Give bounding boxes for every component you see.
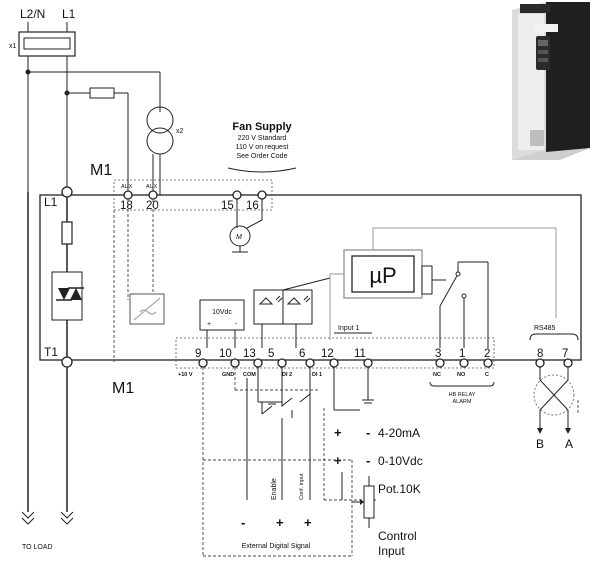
- controller-enclosure: [39, 194, 582, 361]
- m1-top-label: M1: [90, 162, 112, 179]
- com-label: COM I: [243, 372, 259, 378]
- di1-label: DI 1: [312, 372, 322, 378]
- optocoupler-box: [253, 277, 331, 348]
- hb-relay: [421, 261, 489, 348]
- hb-relay-line1: HB RELAY: [449, 392, 476, 398]
- fan-supply-line3: See Order Code: [237, 153, 288, 160]
- digital-minus: -: [241, 515, 245, 530]
- rs485-label: RS485: [534, 325, 556, 332]
- analog-plus2: +: [334, 453, 342, 468]
- l2n-label: L2/N: [20, 7, 45, 21]
- current-transformer: x2: [146, 106, 184, 195]
- enable-label: Enable: [271, 478, 278, 500]
- main-fuse-block: [18, 22, 76, 192]
- conf-input-label: Conf. input: [299, 473, 305, 500]
- no-label: NO: [457, 372, 466, 378]
- supply-box-label: 10Vdc: [212, 309, 232, 316]
- digital-input-wiring: [202, 367, 353, 557]
- digital-plus1: +: [276, 515, 284, 530]
- analog-plus1: +: [334, 425, 342, 440]
- fan-supply-line1: 220 V Standard: [238, 135, 287, 142]
- terminal-7-label: 7: [562, 348, 568, 360]
- digital-signal-labels: Enable Conf. input - + + External Digita…: [241, 473, 312, 550]
- fan-icon: M: [229, 199, 263, 253]
- external-digital-signal-label: External Digital Signal: [242, 543, 311, 550]
- potentiometer: Pot.10K: [341, 472, 421, 528]
- aux1-label: AUX: [121, 184, 133, 190]
- terminal-16-label: 16: [246, 200, 259, 212]
- terminal-6-label: 6: [299, 348, 305, 360]
- device-photo: [512, 2, 590, 160]
- terminal-8-label: 8: [537, 348, 543, 360]
- control-input-line1: Control: [378, 529, 417, 543]
- microprocessor-block: µP: [329, 227, 557, 340]
- fuse-x2-label: x2: [176, 128, 184, 135]
- rs485-twisted-pair: B A: [533, 367, 579, 451]
- micro-label: µP: [369, 263, 396, 288]
- terminal-10-label: 10: [219, 348, 232, 360]
- bottom-terminal-strip: [175, 337, 495, 369]
- terminal-1-label: 1: [459, 348, 465, 360]
- plus10v-label: +10 V: [178, 372, 193, 378]
- terminal-15-label: 15: [221, 200, 234, 212]
- c-label: C: [485, 372, 489, 378]
- terminal-18-label: 18: [120, 200, 133, 212]
- analog-minus2: -: [366, 453, 370, 468]
- terminal-11-label: 11: [354, 348, 366, 360]
- digital-plus2: +: [304, 515, 312, 530]
- analog-signal1: 4-20mA: [378, 426, 420, 440]
- terminal-12-label: 12: [321, 348, 334, 360]
- rs485-a-label: A: [565, 437, 573, 451]
- aux-wiring: [25, 69, 161, 195]
- supply-box-minus: -: [235, 321, 238, 328]
- fan-supply-line2: 110 V on request: [236, 144, 289, 151]
- terminal-5-label: 5: [268, 348, 274, 360]
- analog-minus1: -: [366, 425, 370, 440]
- fan-supply-title: Fan Supply: [232, 121, 292, 133]
- gnd-label: GND: [222, 372, 234, 378]
- input1-label: Input 1: [338, 325, 360, 332]
- aux-terminal-block: AUX AUX 18 20 15 16: [113, 154, 273, 212]
- to-load-label: TO LOAD: [22, 544, 53, 551]
- terminal-20-label: 20: [146, 200, 159, 212]
- supply-box-plus: +: [207, 321, 211, 328]
- svg-text:M: M: [236, 234, 242, 241]
- terminal-2-label: 2: [484, 348, 490, 360]
- aux2-label: AUX: [146, 184, 158, 190]
- ct-signal-wiring: [113, 199, 165, 362]
- supply-box: 10Vdc + -: [199, 299, 245, 348]
- rs485-b-label: B: [536, 437, 544, 451]
- bottom-terminals: 9 10 13 5 6 12 11 3 1 2 8 7: [195, 348, 573, 368]
- analog-input-wiring: [323, 367, 376, 501]
- control-input-line2: Input: [378, 544, 405, 558]
- fan-supply-note: Fan Supply 220 V Standard 110 V on reque…: [227, 121, 297, 173]
- terminal-9-label: 9: [195, 348, 201, 360]
- m1-bottom-label: M1: [112, 380, 134, 397]
- l1-label: L1: [62, 7, 76, 21]
- nc-label: NC: [433, 372, 441, 378]
- power-l1-label: L1: [44, 195, 58, 209]
- power-circuit: L1 T1 TO LOAD: [21, 186, 84, 551]
- power-t1-label: T1: [44, 345, 58, 359]
- terminal-13-label: 13: [243, 348, 256, 360]
- pot-label: Pot.10K: [378, 482, 421, 496]
- fuse-x1-label: x1: [9, 43, 17, 50]
- terminal-sublabels: +10 V GND COM I DI 2 DI 1 NC NO C: [178, 372, 489, 378]
- analog-signal2: 0-10Vdc: [378, 454, 423, 468]
- hb-relay-line2: ALARM: [453, 399, 472, 405]
- hb-relay-alarm-label: HB RELAY ALARM: [429, 381, 495, 405]
- di2-label: DI 2: [282, 372, 292, 378]
- terminal-3-label: 3: [435, 348, 441, 360]
- analog-signal-options: + - 4-20mA + - 0-10Vdc: [334, 425, 423, 468]
